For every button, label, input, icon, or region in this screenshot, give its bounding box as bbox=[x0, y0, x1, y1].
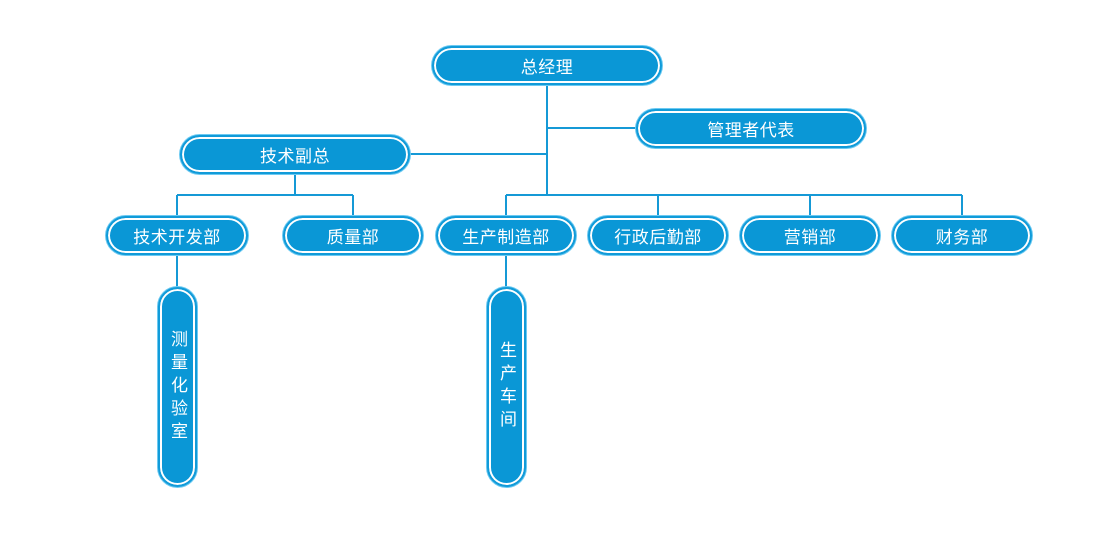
node-tech-dev[interactable]: 技术开发部 bbox=[106, 216, 248, 255]
node-marketing[interactable]: 营销部 bbox=[740, 216, 880, 255]
node-quality[interactable]: 质量部 bbox=[283, 216, 423, 255]
node-label: 管理者代表 bbox=[707, 121, 795, 141]
node-management-rep[interactable]: 管理者代表 bbox=[636, 109, 866, 148]
node-label: 总经理 bbox=[520, 58, 574, 78]
node-admin-logistics[interactable]: 行政后勤部 bbox=[588, 216, 728, 255]
node-label: 质量部 bbox=[326, 228, 380, 248]
node-label: 生产制造部 bbox=[462, 228, 550, 248]
node-label: 行政后勤部 bbox=[614, 228, 702, 248]
node-label: 技术副总 bbox=[260, 147, 330, 167]
node-label: 营销部 bbox=[783, 228, 837, 248]
node-production[interactable]: 生产制造部 bbox=[436, 216, 576, 255]
node-finance[interactable]: 财务部 bbox=[892, 216, 1032, 255]
node-measurement-lab[interactable]: 测量化验室 bbox=[158, 287, 197, 487]
node-tech-vp[interactable]: 技术副总 bbox=[180, 135, 410, 174]
node-label: 生产车间 bbox=[496, 341, 516, 433]
node-label: 技术开发部 bbox=[133, 228, 221, 248]
node-label: 测量化验室 bbox=[167, 329, 187, 445]
node-label: 财务部 bbox=[935, 228, 989, 248]
node-production-workshop[interactable]: 生产车间 bbox=[487, 287, 526, 487]
node-general-manager[interactable]: 总经理 bbox=[432, 46, 662, 85]
